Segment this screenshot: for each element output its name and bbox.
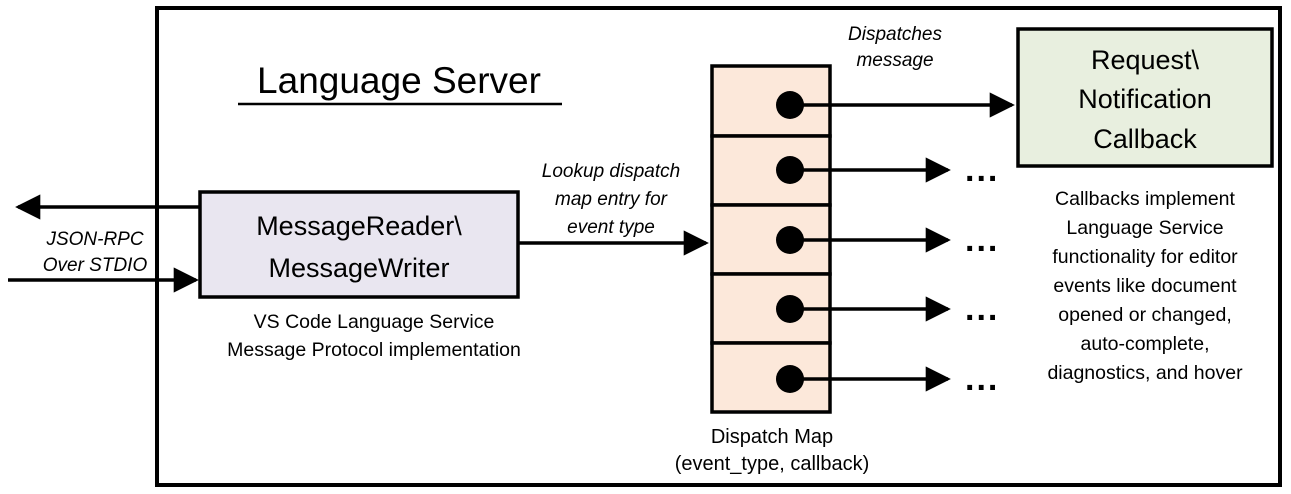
callback-node-line1: Request\ <box>1091 45 1200 75</box>
dispatch-ellipsis-3: ... <box>965 290 999 328</box>
message-io-caption-line2: Message Protocol implementation <box>227 339 521 361</box>
message-io-node[interactable] <box>198 190 520 299</box>
callback-caption-line-6: diagnostics, and hover <box>1047 362 1243 384</box>
callback-caption-line-0: Callbacks implement <box>1055 188 1235 210</box>
dispatch-annotation-line2: message <box>856 50 933 71</box>
callback-node-line3: Callback <box>1093 124 1197 154</box>
external-channel-label-line1: JSON-RPC <box>45 229 143 250</box>
lookup-annotation-line2: map entry for <box>555 189 668 210</box>
callback-caption-line-2: functionality for editor <box>1052 246 1238 268</box>
lookup-annotation-line3: event type <box>567 217 655 238</box>
external-channel-label-line2: Over STDIO <box>43 255 148 276</box>
dispatch-map-caption-line2: (event_type, callback) <box>675 453 870 475</box>
dispatch-ellipsis-1: ... <box>965 151 999 189</box>
dispatch-map-caption-line1: Dispatch Map <box>711 426 833 448</box>
page-title: Language Server <box>257 60 541 101</box>
callback-node-line2: Notification <box>1078 84 1212 114</box>
callback-caption-line-1: Language Service <box>1066 217 1223 239</box>
message-io-node-line1: MessageReader\ <box>256 211 462 241</box>
language-server-frame <box>155 6 1282 487</box>
lookup-annotation-line1: Lookup dispatch <box>542 161 680 182</box>
dispatch-map[interactable] <box>710 64 832 414</box>
dispatch-ellipsis-4: ... <box>965 360 999 398</box>
dispatch-annotation-line1: Dispatches <box>848 24 942 45</box>
callback-caption-line-3: events like document <box>1053 275 1237 297</box>
callback-caption-line-4: opened or changed, <box>1058 304 1231 326</box>
message-io-caption-line1: VS Code Language Service <box>254 311 495 333</box>
dispatch-map-cell-0[interactable] <box>710 64 832 138</box>
message-io-node-line2: MessageWriter <box>268 253 449 283</box>
dispatch-ellipsis-2: ... <box>965 221 999 259</box>
callback-caption-line-5: auto-complete, <box>1081 333 1210 355</box>
callback-node[interactable] <box>1016 27 1274 168</box>
